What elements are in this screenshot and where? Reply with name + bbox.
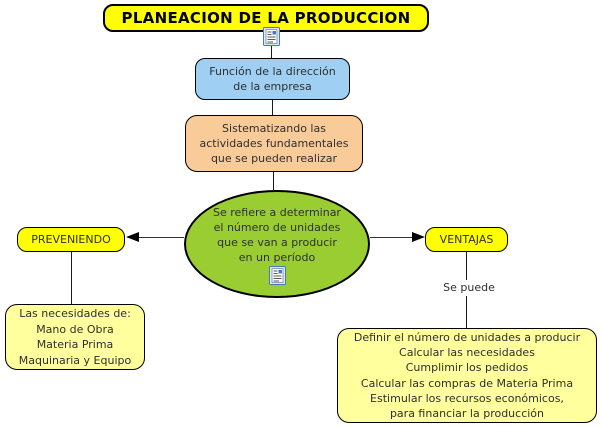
funcion-node[interactable]: Función de la dirección de la empresa: [195, 58, 350, 100]
definicion-label: Se refiere a determinar el número de uni…: [213, 206, 341, 264]
title-label: PLANEACION DE LA PRODUCCION: [121, 9, 411, 27]
ventajas-node[interactable]: VENTAJAS: [425, 227, 508, 252]
se-puede-link-label[interactable]: Se puede: [433, 280, 505, 296]
resource-document-icon[interactable]: [263, 27, 280, 46]
arrowhead-right-icon: [412, 232, 425, 242]
funcion-label: Función de la dirección de la empresa: [209, 65, 336, 93]
sistematizando-node[interactable]: Sistematizando las actividades fundament…: [185, 115, 363, 172]
ventajas-detalle-node[interactable]: Definir el número de unidades a producir…: [337, 328, 597, 423]
necesidades-label: Las necesidades de: Mano de Obra Materia…: [18, 307, 132, 367]
definicion-ellipse-node[interactable]: Se refiere a determinar el número de uni…: [184, 190, 370, 298]
resource-document-icon[interactable]: [268, 266, 286, 285]
sistematizando-label: Sistematizando las actividades fundament…: [199, 122, 349, 165]
connector-funcion-to-sistematizando: [272, 100, 273, 115]
connector-definicion-to-ventajas: [370, 237, 413, 238]
preveniendo-label: PREVENIENDO: [31, 233, 111, 246]
arrowhead-left-icon: [126, 232, 139, 242]
connector-sistematizando-to-definicion: [273, 172, 274, 190]
necesidades-node[interactable]: Las necesidades de: Mano de Obra Materia…: [5, 304, 145, 370]
connector-title-to-funcion: [271, 46, 272, 58]
ventajas-label: VENTAJAS: [439, 233, 494, 246]
connector-preveniendo-to-necesidades: [71, 252, 72, 304]
ventajas-detalle-label: Definir el número de unidades a producir…: [353, 330, 581, 421]
preveniendo-node[interactable]: PREVENIENDO: [17, 227, 125, 252]
connector-definicion-to-preveniendo: [138, 237, 184, 238]
